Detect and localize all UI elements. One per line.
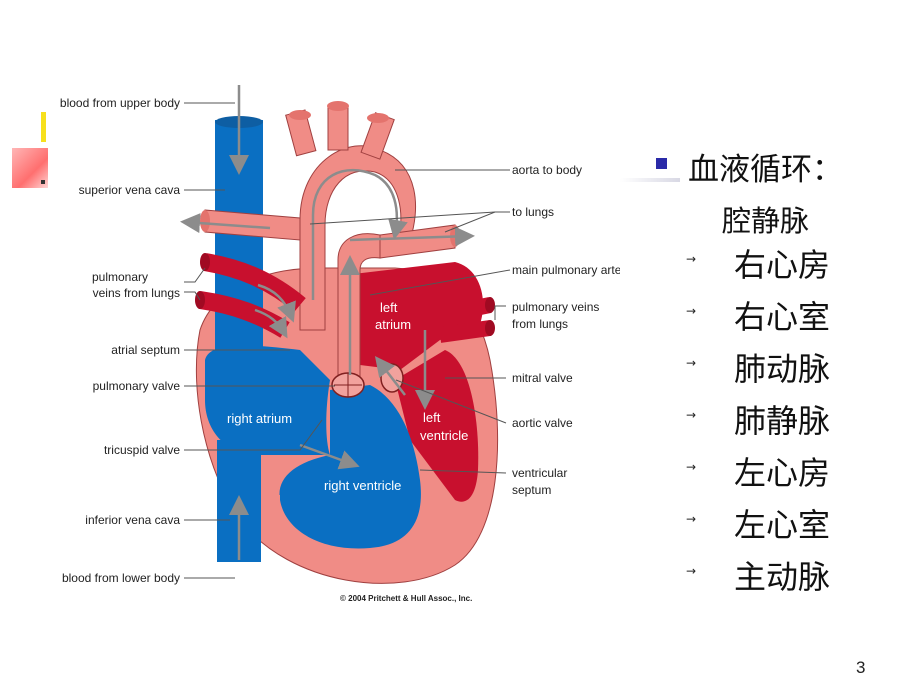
label-mitral-valve: mitral valve: [512, 371, 573, 385]
heart-diagram: left atrium left ventricle right atrium …: [60, 85, 620, 603]
label-inferior-vena-cava: inferior vena cava: [85, 513, 180, 527]
label-pulmonary-veins-left-1: pulmonary: [92, 270, 148, 284]
label-tricuspid-valve: tricuspid valve: [104, 443, 180, 457]
left-atrium-label-2: atrium: [375, 317, 411, 332]
label-blood-lower-body: blood from lower body: [62, 571, 180, 585]
left-atrium: [345, 262, 484, 370]
list-item-text: 右心室: [734, 298, 831, 336]
right-atrium-chamber: [205, 345, 330, 455]
title-underline: [620, 178, 680, 182]
label-pulmonary-veins-left-2: veins from lungs: [93, 286, 180, 300]
label-pulmonary-veins-right-2: from lungs: [512, 317, 568, 331]
square-bullet-icon: [656, 158, 667, 169]
list-item-text: 主动脉: [734, 558, 831, 596]
label-ventricular-septum-1: ventricular: [512, 466, 567, 480]
arrow-bullet-icon: →: [686, 304, 697, 318]
circulation-panel: 血液循环： 腔静脉 →右心房 →右心室 →肺动脉 →肺静脉 →左心房 →左心室 …: [620, 140, 910, 596]
arrow-bullet-icon: →: [686, 408, 697, 422]
label-pulmonary-valve: pulmonary valve: [93, 379, 181, 393]
list-item-text: 肺静脉: [734, 402, 831, 440]
left-ventricle-label-1: left: [423, 410, 441, 425]
panel-title: 血液循环：: [688, 152, 843, 188]
arrow-bullet-icon: →: [686, 512, 697, 526]
arrow-bullet-icon: →: [686, 460, 697, 474]
decor-dot: [41, 180, 45, 184]
decor-yellow-bar: [41, 112, 46, 142]
pulmonary-artery-right: [379, 224, 456, 259]
list-item-text: 左心室: [734, 506, 831, 544]
panel-subhead: 腔静脉: [722, 204, 810, 238]
left-ventricle-label-2: ventricle: [420, 428, 468, 443]
right-ventricle-label: right ventricle: [324, 478, 401, 493]
right-atrium-label: right atrium: [227, 411, 292, 426]
title-row: 血液循环：: [620, 140, 910, 188]
label-atrial-septum: atrial septum: [111, 343, 180, 357]
label-ventricular-septum-2: septum: [512, 483, 551, 497]
pulmonary-vein-right-upper: [438, 297, 492, 323]
arrow-bullet-icon: →: [686, 252, 697, 266]
left-atrium-label-1: left: [380, 300, 398, 315]
page-number: 3: [856, 658, 866, 677]
label-blood-upper-body: blood from upper body: [60, 96, 180, 110]
label-pulmonary-veins-right-1: pulmonary veins: [512, 300, 599, 314]
label-aortic-valve: aortic valve: [512, 416, 573, 430]
pulmonary-vein-right-lower: [438, 320, 492, 343]
pulmonary-vein-upper: [203, 253, 306, 312]
list-item-text: 右心房: [734, 246, 831, 284]
list-item-text: 肺动脉: [734, 350, 831, 388]
arrow-bullet-icon: →: [686, 564, 697, 578]
label-aorta-to-body: aorta to body: [512, 163, 582, 177]
copyright-text: © 2004 Pritchett & Hull Assoc., Inc.: [340, 594, 472, 603]
arrow-bullet-icon: →: [686, 356, 697, 370]
list-item-text: 左心房: [734, 454, 831, 492]
label-main-pulmonary-artery: main pulmonary artery: [512, 263, 620, 277]
label-to-lungs: to lungs: [512, 205, 554, 219]
label-superior-vena-cava: superior vena cava: [79, 183, 181, 197]
